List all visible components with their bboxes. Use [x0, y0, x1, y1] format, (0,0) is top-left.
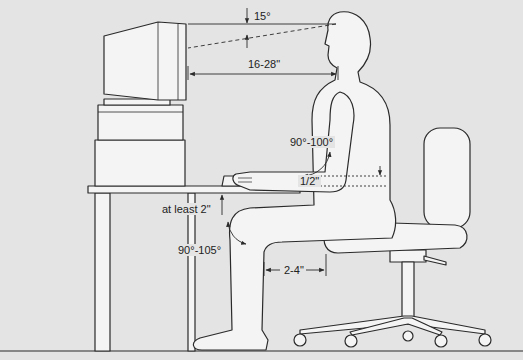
desk: [95, 193, 110, 351]
dimension-lines: [222, 195, 223, 215]
chair: [424, 128, 470, 228]
dimension-lines: [188, 66, 189, 80]
dimension-lines: [228, 222, 246, 244]
monitor: [104, 22, 186, 100]
chair: [294, 334, 306, 346]
monitor: [178, 24, 179, 100]
computer-unit: [95, 140, 185, 186]
seated-person: [238, 178, 252, 182]
dimension-lines: [247, 8, 248, 23]
dimension-lines: [188, 8, 388, 276]
monitor: [158, 22, 159, 100]
chair: [350, 318, 442, 335]
dimension-label: 2-4": [282, 264, 306, 276]
computer-unit: [98, 105, 183, 140]
chair: [300, 316, 485, 334]
dimension-lines: [303, 152, 330, 176]
desk: [188, 193, 195, 351]
computer-unit: [98, 112, 183, 113]
chair: [402, 262, 414, 318]
dimension-label: 16-28": [246, 58, 282, 70]
chair: [390, 250, 426, 262]
dimension-lines: [380, 166, 381, 175]
chair: [435, 335, 447, 347]
dimension-lines: [247, 35, 248, 48]
computer-unit: [95, 99, 185, 186]
chair: [479, 334, 491, 346]
seated-person: [233, 92, 354, 192]
floor-line: [0, 351, 523, 352]
seated-person: [193, 12, 395, 350]
chair: [345, 335, 357, 347]
dimension-label: at least 2": [160, 203, 213, 215]
dimension-lines: [266, 270, 280, 271]
dimension-lines: [188, 24, 336, 48]
chair: [424, 256, 446, 265]
monitor: [104, 22, 186, 100]
seated-person: [193, 12, 395, 350]
dimension-lines: [338, 66, 339, 80]
dimension-lines: [190, 74, 336, 75]
dimension-label: 1/2": [298, 175, 321, 187]
chair: [403, 331, 413, 341]
dimension-label: 90°-100°: [288, 136, 335, 148]
dimension-label: 15°: [252, 10, 273, 22]
dimension-lines: [304, 270, 324, 271]
dimension-lines: [188, 24, 336, 25]
dimension-lines: [264, 262, 265, 276]
dimension-lines: [326, 254, 327, 276]
dimension-label: 90°-105°: [176, 244, 223, 256]
